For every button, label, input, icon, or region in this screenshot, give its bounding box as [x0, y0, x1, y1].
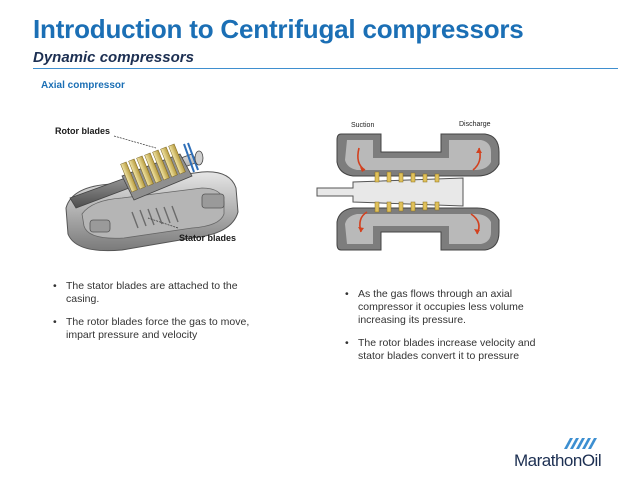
right-bullet-list: As the gas flows through an axial compre…: [345, 288, 560, 373]
title-divider: [33, 68, 618, 69]
list-item: The rotor blades force the gas to move, …: [53, 316, 258, 342]
axial-compressor-cutaway-image: Rotor blades Stator blades: [52, 116, 254, 260]
list-item: The rotor blades increase velocity and s…: [345, 337, 560, 363]
logo-text: MarathonOil: [514, 451, 602, 470]
rotor-blades-label: Rotor blades: [55, 126, 111, 136]
marathon-oil-logo: MarathonOil: [514, 437, 618, 471]
axial-compressor-section-image: Suction Discharge: [313, 118, 509, 264]
slide-title: Introduction to Centrifugal compressors: [33, 14, 524, 44]
marathon-wave-icon: [564, 438, 597, 449]
section-diagram: [316, 133, 500, 251]
suction-label: Suction: [351, 122, 375, 129]
left-bullet-list: The stator blades are attached to the ca…: [53, 280, 258, 352]
list-item: The stator blades are attached to the ca…: [53, 280, 258, 306]
discharge-label: Discharge: [459, 121, 491, 128]
cutaway-illustration: [65, 135, 239, 252]
section-heading: Axial compressor: [41, 80, 125, 91]
slide-subtitle: Dynamic compressors: [33, 49, 194, 66]
stator-blades-label: Stator blades: [179, 233, 237, 243]
list-item: As the gas flows through an axial compre…: [345, 288, 560, 327]
